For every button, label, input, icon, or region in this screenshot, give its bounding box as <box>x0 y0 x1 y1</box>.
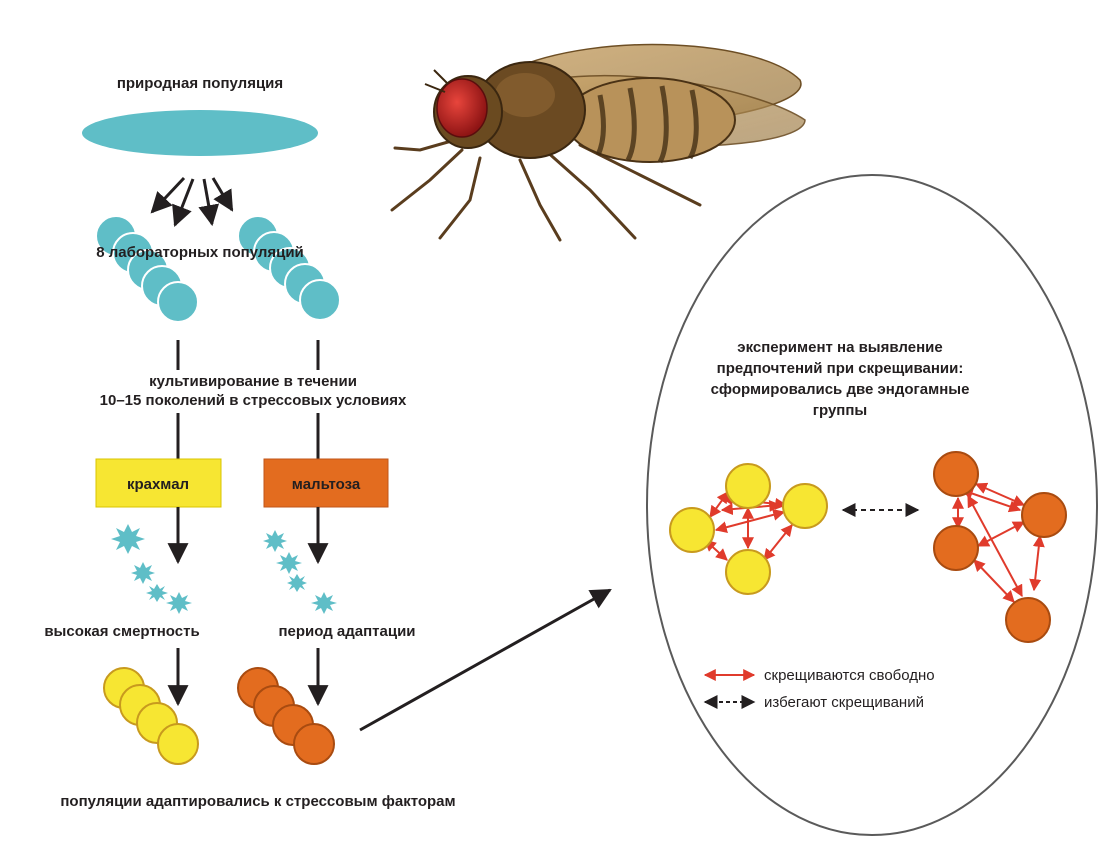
split-arrows <box>150 176 234 227</box>
natural-population-label: природная популяция <box>117 75 283 92</box>
experiment-title-line-4: группы <box>813 402 868 419</box>
fruit-fly-illustration <box>390 43 806 242</box>
orange-group <box>933 451 1067 643</box>
starch-box: крахмал <box>95 458 222 508</box>
yellow-group <box>669 463 828 595</box>
experiment-title: эксперимент на выявление предпочтений пр… <box>711 339 970 419</box>
mortality-bursts-right <box>263 530 337 614</box>
cultivation-label-line1: культивирование в течении <box>149 373 357 390</box>
lab-populations-right <box>237 215 341 321</box>
high-mortality-label: высокая смертность <box>44 623 199 640</box>
lab-populations-label: 8 лабораторных популяций <box>96 244 304 261</box>
natural-population-ellipse <box>82 110 318 156</box>
maltose-box: мальтоза <box>263 458 389 508</box>
bottom-caption: популяции адаптировались к стрессовым фа… <box>60 793 455 810</box>
experiment-title-line-2: предпочтений при скрещивании: <box>717 360 964 377</box>
legend-avoid-mating-text: избегают скрещиваний <box>764 694 924 711</box>
adapted-populations-yellow <box>103 667 199 765</box>
experiment-title-line-3: сформировались две эндогамные <box>711 381 970 398</box>
lab-populations-left <box>95 215 199 323</box>
experiment-title-line-1: эксперимент на выявление <box>737 339 942 356</box>
legend: скрещиваются свободно избегают скрещиван… <box>703 667 935 711</box>
maltose-label: мальтоза <box>292 476 361 493</box>
legend-free-mating-text: скрещиваются свободно <box>764 667 935 684</box>
cultivation-label-line2: 10–15 поколений в стрессовых условиях <box>100 392 407 409</box>
adaptation-period-label: период адаптации <box>278 623 415 640</box>
adapted-populations-orange <box>237 667 335 765</box>
starch-label: крахмал <box>127 476 189 493</box>
mortality-bursts-left <box>111 524 192 614</box>
arrow-to-experiment <box>359 588 612 732</box>
orange-group-arrows <box>952 482 1045 603</box>
